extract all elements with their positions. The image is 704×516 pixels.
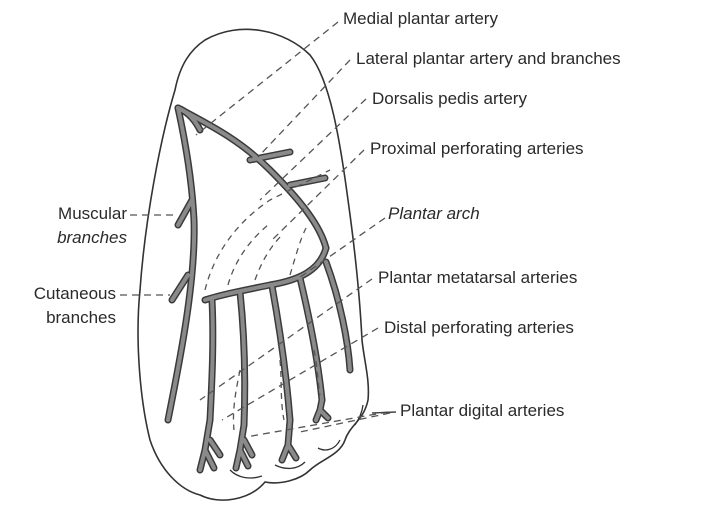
label-lateral-plantar-artery: Lateral plantar artery and branches [356,49,621,69]
label-cutaneous-branches-2: branches [10,308,116,328]
label-proximal-perforating-arteries: Proximal perforating arteries [370,139,584,159]
dorsal-dashed-vessels [205,170,330,430]
label-muscular-branches-1: Muscular [30,204,127,224]
leader-lines [120,22,390,437]
label-plantar-metatarsal-arteries: Plantar metatarsal arteries [378,268,577,288]
label-plantar-digital-arteries: Plantar digital arteries [400,401,564,421]
foot-outline [138,29,368,500]
toe-crease [318,440,340,450]
arteries [168,108,350,470]
toe-crease [275,462,305,468]
label-cutaneous-branches-1: Cutaneous [10,284,116,304]
leader-dorsalis-pedis [260,99,366,200]
label-plantar-arch: Plantar arch [388,204,480,224]
leader-medial-plantar [196,22,338,135]
label-muscular-branches-2: branches [30,228,127,248]
leader-digital-solid [372,412,396,413]
leader-digital-2 [300,413,390,432]
label-medial-plantar-artery: Medial plantar artery [343,9,498,29]
label-dorsalis-pedis-artery: Dorsalis pedis artery [372,89,527,109]
label-distal-perforating-arteries: Distal perforating arteries [384,318,574,338]
